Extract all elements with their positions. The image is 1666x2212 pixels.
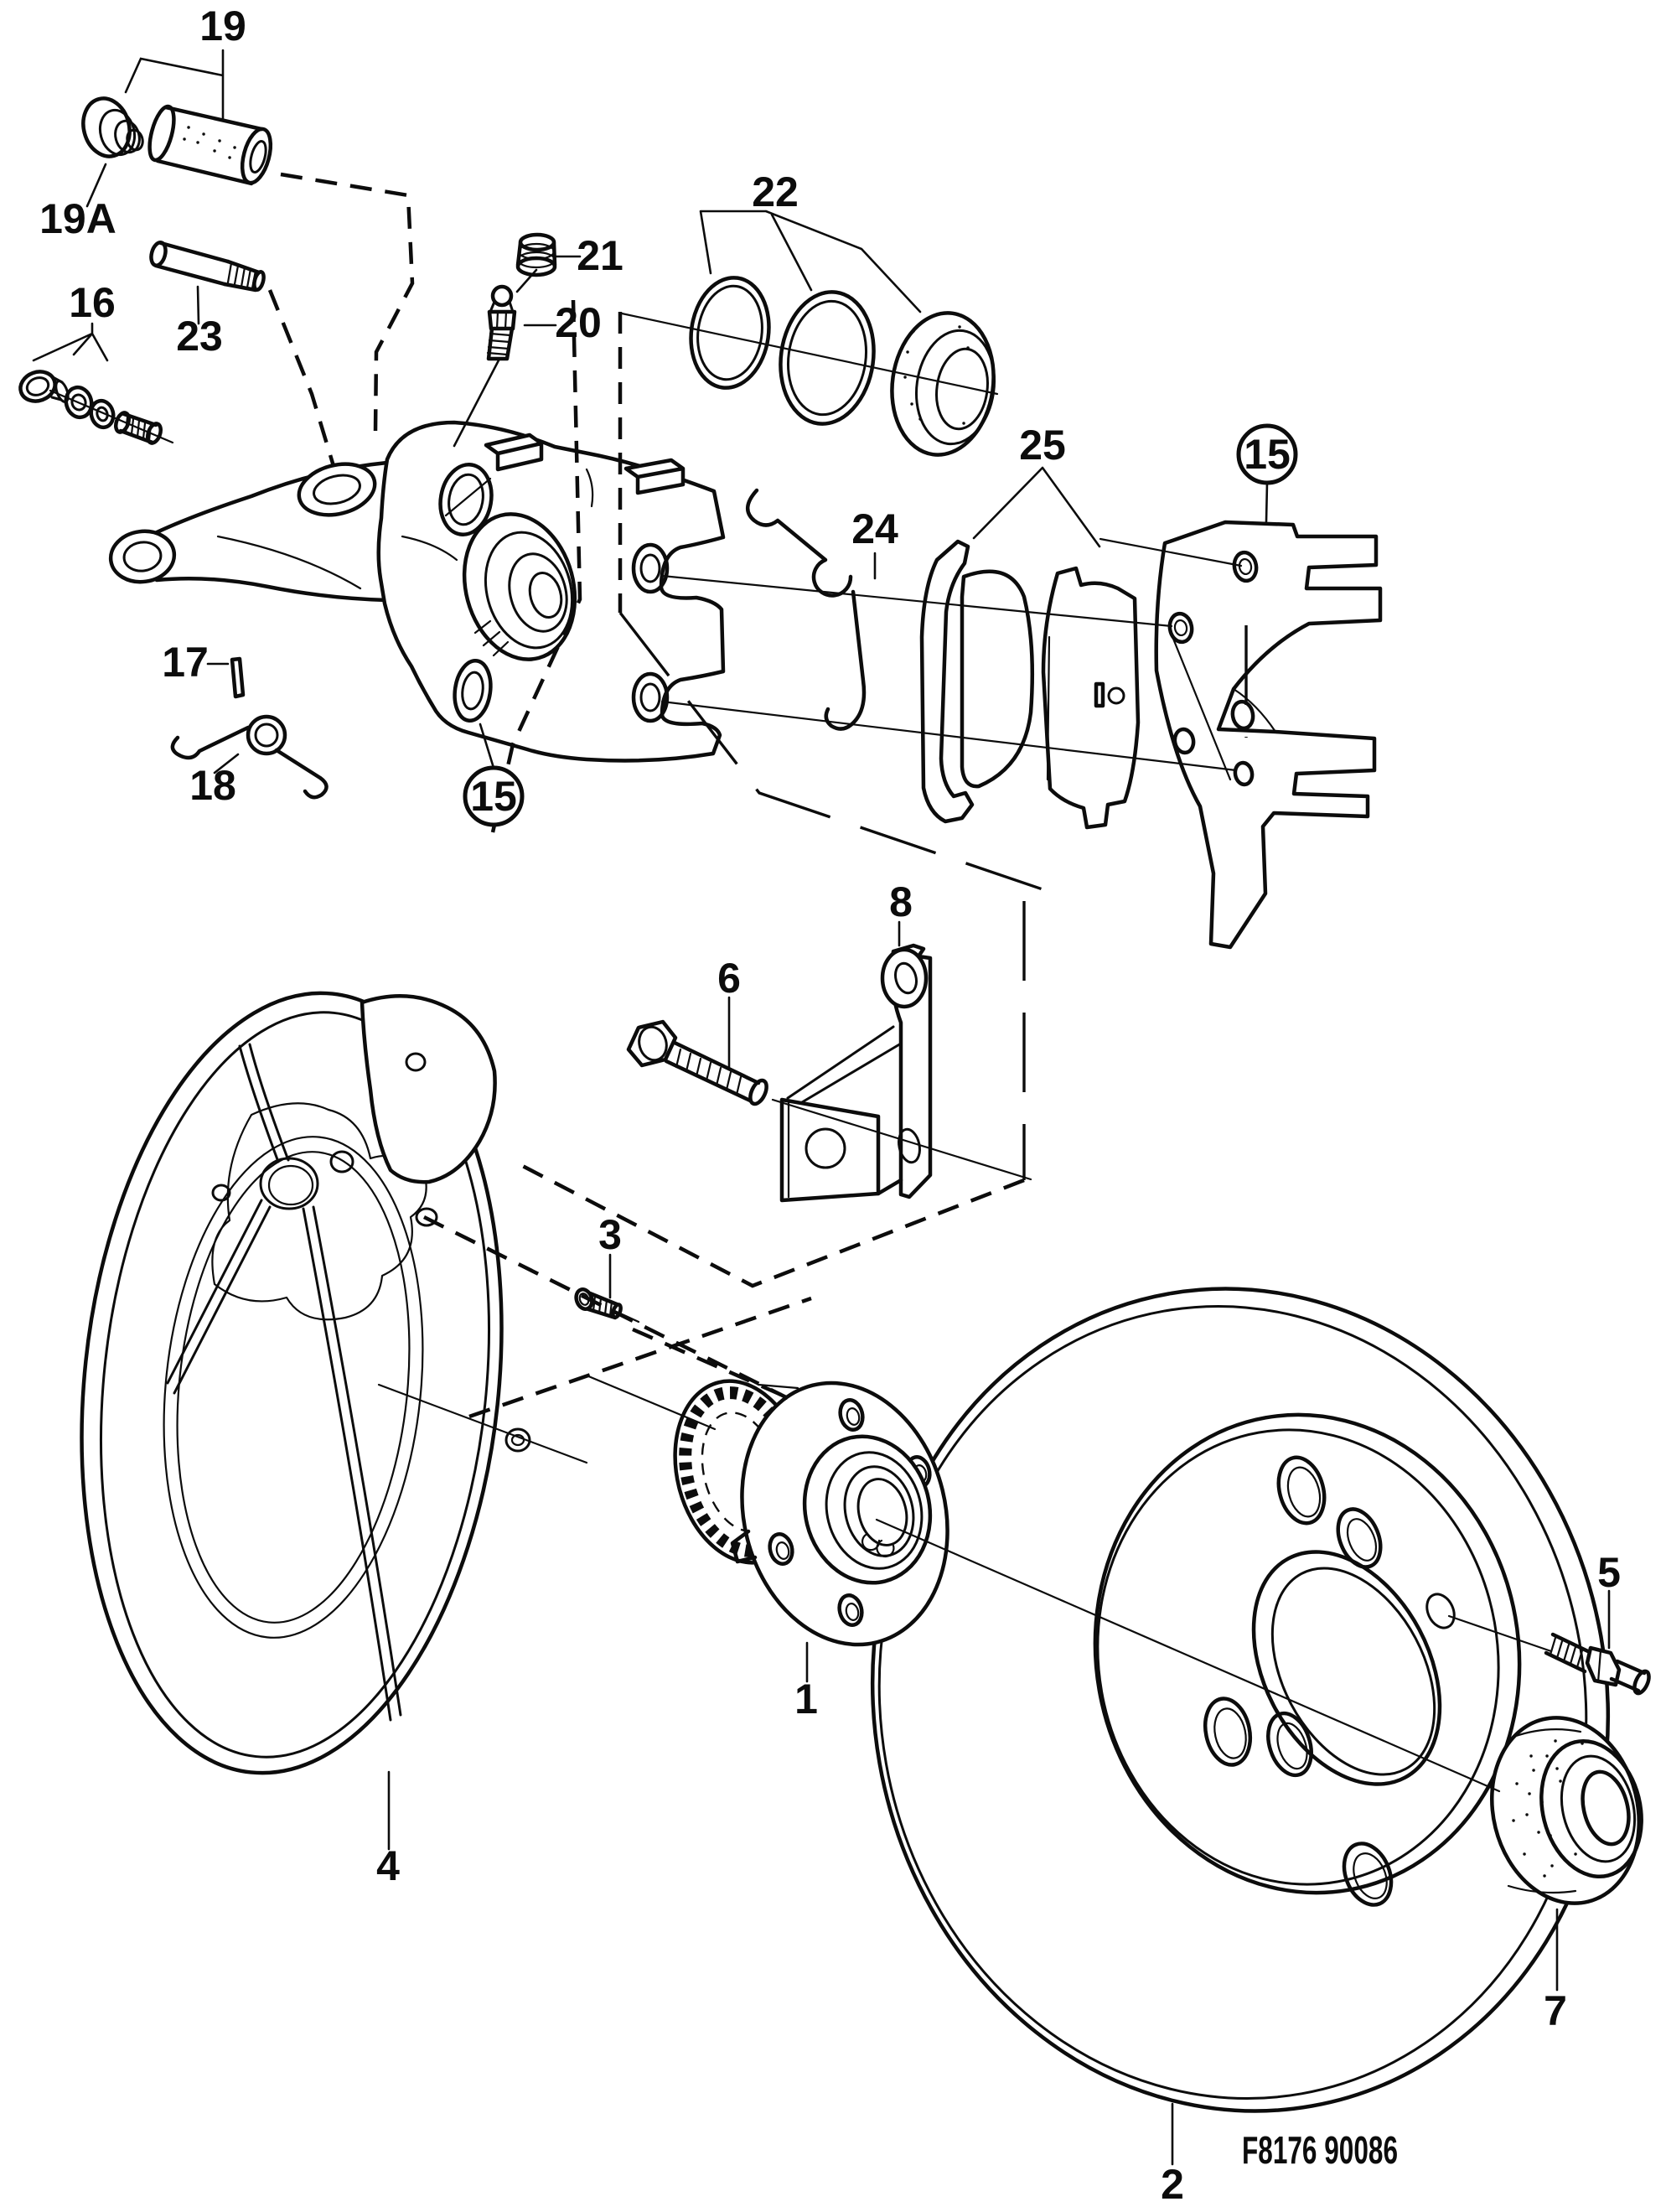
stud-hole [1425, 1593, 1456, 1629]
svg-text:15: 15 [470, 773, 517, 820]
piston-boot [890, 311, 996, 457]
caliper-body [297, 420, 726, 763]
caliper-rails [484, 433, 686, 495]
callouts: 19 19A 23 16 21 20 22 24 25 15 17 15 18 … [39, 3, 1621, 2208]
callout-3: 3 [598, 1211, 622, 1258]
bleed-screw-cap [515, 232, 557, 277]
piston-bore [462, 512, 577, 661]
lock-pin [230, 656, 246, 699]
callout-25: 25 [1019, 422, 1066, 469]
callout-2: 2 [1161, 2161, 1184, 2208]
hex-bolt [626, 1019, 768, 1106]
callout-23: 23 [176, 313, 223, 360]
grease-cap [1490, 1716, 1643, 1905]
guide-pin [149, 241, 266, 293]
shield-top-lobe [360, 994, 497, 1184]
return-spring [170, 714, 329, 800]
pad-backplate-left [919, 539, 975, 824]
callout-19: 19 [199, 3, 246, 49]
callout-1: 1 [794, 1676, 818, 1722]
callout-16: 16 [69, 279, 116, 326]
brake-pads [919, 539, 1141, 830]
pad-retaining-spring [746, 488, 867, 731]
pad-lining [960, 569, 1035, 789]
wheel-stud [1544, 1632, 1651, 1696]
wheel-hub [730, 1381, 949, 1647]
callout-20: 20 [555, 299, 602, 346]
piston-seals [689, 276, 996, 457]
callout-5: 5 [1597, 1549, 1621, 1596]
callout-17: 17 [162, 639, 209, 686]
shield-center-hole [259, 1157, 319, 1210]
pad-backplate-right [1041, 566, 1141, 830]
fastener-kit [18, 370, 174, 445]
disc-center-bore [1251, 1550, 1442, 1786]
splash-shield [80, 991, 531, 1775]
cable-bracket [779, 943, 933, 1203]
caliper-carrier [1154, 520, 1383, 950]
figure-code: F8176 90086 [1242, 2128, 1398, 2172]
callout-21: 21 [577, 232, 623, 279]
callout-15-circled-right: 15 [1236, 423, 1298, 485]
callout-19a: 19A [39, 195, 116, 242]
guide-pin-bushings [81, 96, 273, 186]
callout-7: 7 [1544, 1987, 1567, 2034]
callout-8: 8 [889, 878, 913, 925]
brake-disc [870, 1287, 1611, 2113]
callout-4: 4 [376, 1842, 400, 1889]
svg-text:15: 15 [1244, 431, 1291, 478]
construction-lines [377, 312, 1553, 1793]
leader-lines [32, 49, 1611, 2166]
callout-15-circled-left: 15 [463, 765, 525, 827]
callout-6: 6 [717, 955, 741, 1002]
bleed-nipple [486, 284, 517, 361]
callout-18: 18 [189, 762, 236, 809]
callout-24: 24 [851, 505, 898, 552]
callout-22: 22 [752, 168, 799, 215]
